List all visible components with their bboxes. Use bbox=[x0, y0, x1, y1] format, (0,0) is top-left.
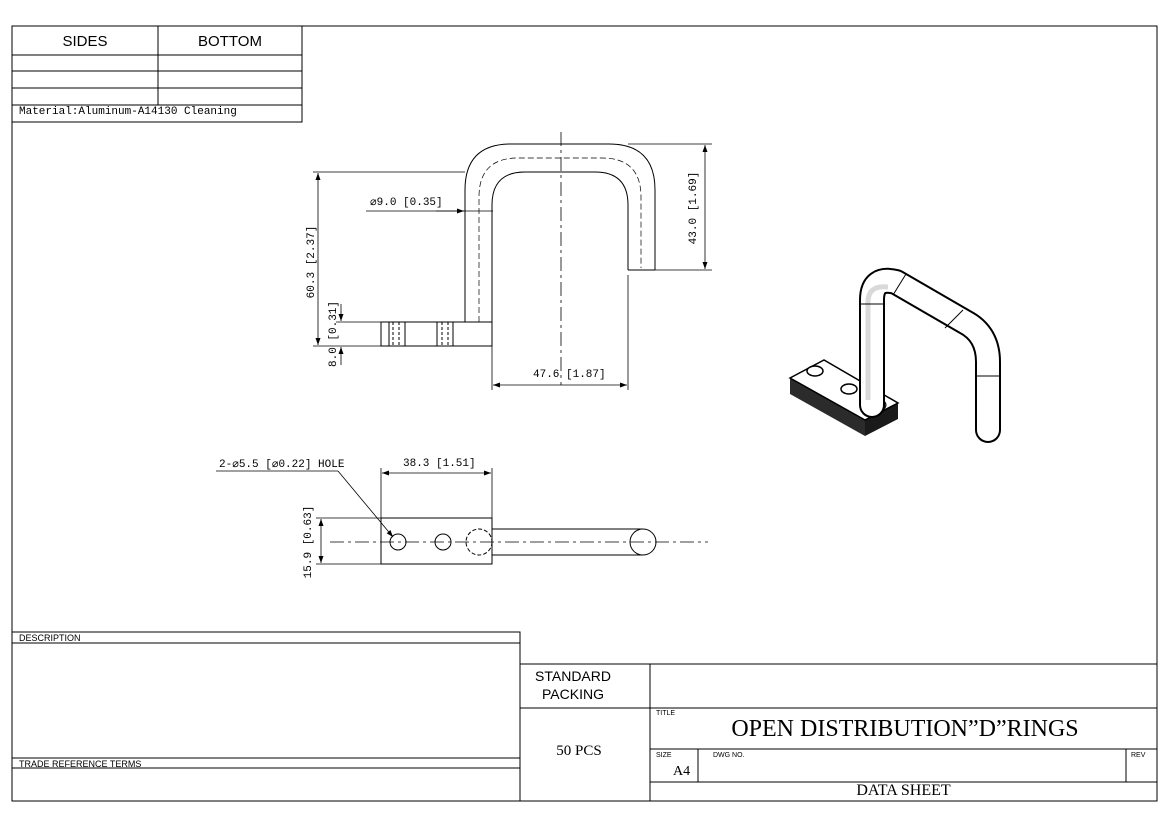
dim-hole: 2-⌀5.5 [⌀0.22] HOLE bbox=[219, 459, 345, 471]
title-label: TITLE bbox=[656, 710, 676, 717]
dim-width: 47.6 [1.87] bbox=[533, 369, 606, 381]
ring-inner bbox=[491, 171, 629, 322]
data-sheet-label: DATA SHEET bbox=[856, 782, 951, 799]
front-view bbox=[313, 132, 712, 390]
drawing-title: OPEN DISTRIBUTION”D”RINGS bbox=[731, 716, 1079, 742]
top-view-plate bbox=[380, 517, 493, 565]
isometric-view bbox=[788, 267, 1001, 443]
standard-packing-label: STANDARD PACKING bbox=[535, 668, 611, 702]
material-note: Material:Aluminum-A14130 Cleaning bbox=[19, 106, 237, 118]
header-sides: SIDES bbox=[62, 33, 108, 50]
header-bottom: BOTTOM bbox=[198, 33, 262, 50]
ring-outer bbox=[464, 143, 656, 322]
header-table bbox=[11, 25, 303, 123]
dwg-no-label: DWG NO. bbox=[713, 752, 745, 759]
sheet-border bbox=[11, 25, 1158, 802]
size-value: A4 bbox=[673, 764, 691, 779]
dim-plate-length: 38.3 [1.51] bbox=[403, 458, 476, 470]
size-label: SIZE bbox=[656, 752, 672, 759]
dim-plate-width: 15.9 [0.63] bbox=[303, 505, 315, 579]
dim-base-thickness: 8.0 [0.31] bbox=[328, 300, 340, 368]
trade-terms-label: TRADE REFERENCE TERMS bbox=[19, 759, 142, 769]
rev-label: REV bbox=[1131, 752, 1146, 759]
dim-ring-height: 43.0 [1.69] bbox=[688, 171, 700, 245]
dim-tube-diameter: ⌀9.0 [0.35] bbox=[370, 197, 443, 209]
description-label: DESCRIPTION bbox=[19, 633, 81, 643]
dim-total-height: 60.3 [2.37] bbox=[306, 225, 318, 299]
top-view bbox=[216, 468, 708, 565]
title-block-lines bbox=[11, 631, 1157, 802]
packing-quantity: 50 PCS bbox=[556, 743, 602, 759]
